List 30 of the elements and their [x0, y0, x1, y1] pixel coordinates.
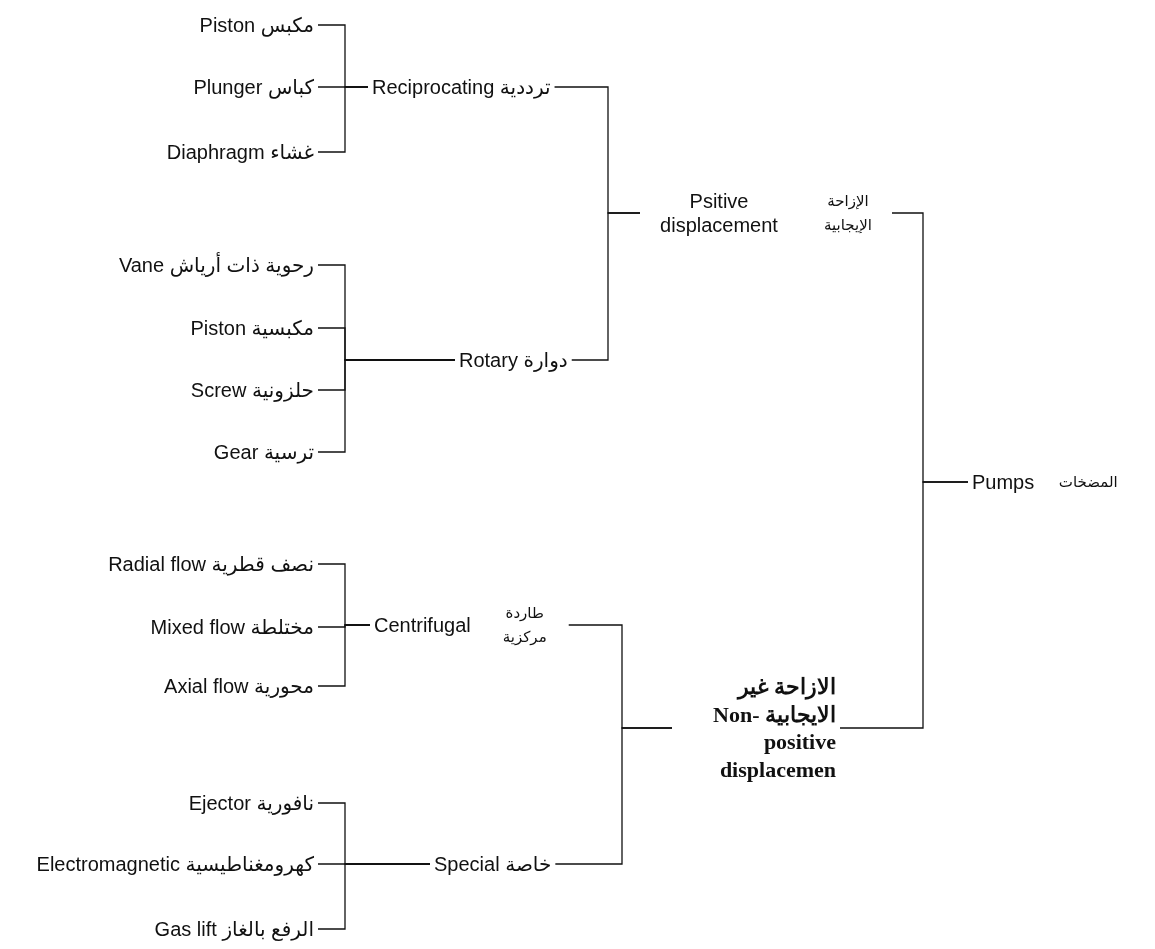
category-label: Plunger كباس	[189, 75, 318, 99]
arabic-label: المضخات	[1057, 472, 1119, 492]
category-label: Rotary دوارة	[455, 348, 572, 372]
category-label: Mixed flow مختلطة	[146, 615, 318, 639]
category-label: Special خاصة	[430, 852, 556, 876]
arabic-label: طاردة مركزية	[501, 603, 548, 648]
category-heading: الازاحة غير الايجابية -Non positive displacemen	[672, 673, 840, 783]
category-label: Reciprocating ترددية	[368, 75, 555, 99]
bracket-connector	[317, 624, 371, 687]
category-label: Radial flow نصف قطرية	[104, 552, 318, 576]
bracket-connector	[839, 481, 969, 729]
category-label: Screw حلزونية	[186, 378, 318, 402]
category-label: Piston مكبس	[195, 13, 318, 37]
category-label: Piston مكبسية	[186, 316, 318, 340]
category-label: Centrifugal	[374, 613, 471, 637]
bracket-connector	[554, 727, 673, 865]
arabic-label: الإزاحة الإيجابية	[823, 191, 873, 235]
category-label: Electromagnetic كهرومغناطيسية	[32, 852, 318, 876]
bracket-connector	[317, 86, 369, 153]
category-label: Ejector نافورية	[184, 791, 318, 815]
category-label: Diaphragm غشاء	[162, 140, 318, 164]
category-label: Gear ترسية	[209, 440, 318, 464]
category-label: Pumps	[972, 470, 1035, 494]
bracket-connector	[571, 212, 641, 361]
category-label: Gas lift الرفع بالغاز	[150, 917, 318, 941]
bracket-connector	[317, 863, 431, 930]
bracket-connector	[317, 359, 456, 453]
category-label: Psitive displacement	[659, 189, 779, 237]
category-label: Axial flow محورية	[160, 674, 318, 698]
category-label: Vane رحوية ذات أرياش	[114, 253, 318, 277]
